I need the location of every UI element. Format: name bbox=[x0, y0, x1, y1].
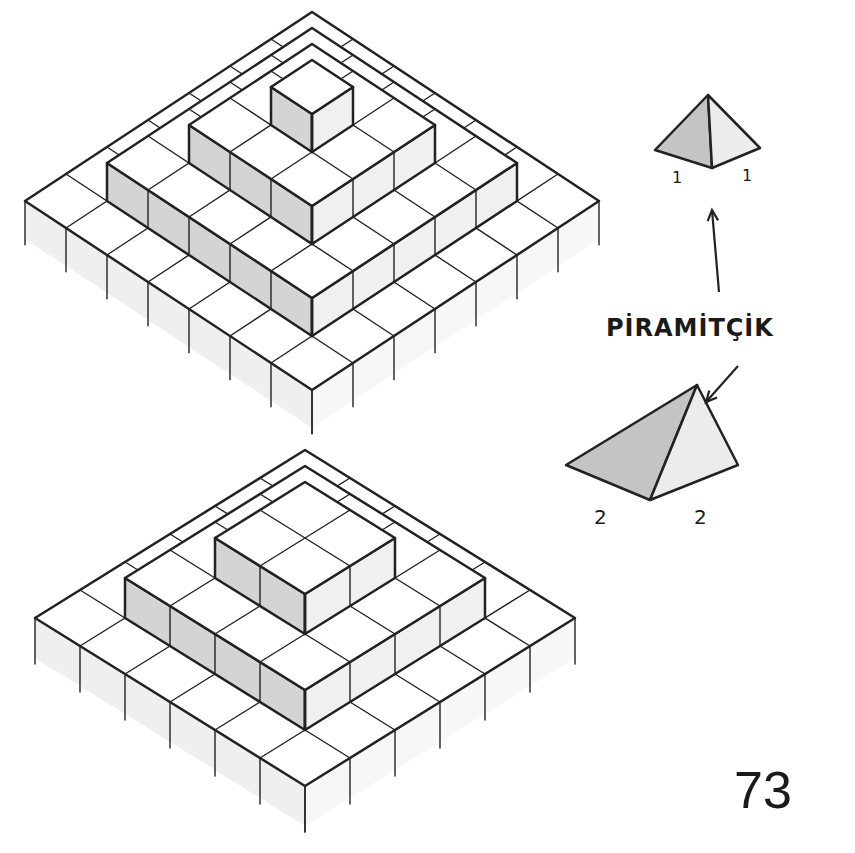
stepped-pyramid bbox=[25, 12, 599, 434]
page-number: 73 bbox=[734, 764, 792, 816]
cube-edge-line bbox=[393, 244, 394, 282]
leader-line bbox=[706, 366, 738, 402]
pyramid-face bbox=[708, 95, 760, 168]
leader-arrow bbox=[708, 210, 719, 292]
cube-edge-line bbox=[229, 244, 230, 282]
cube-edge-line bbox=[311, 390, 312, 434]
cube-edge-line bbox=[169, 702, 170, 748]
cube-edge-line bbox=[349, 758, 350, 804]
cube-edge-line bbox=[79, 646, 80, 692]
cube-edge-line bbox=[439, 606, 440, 646]
pyramid-face bbox=[650, 385, 738, 500]
cube-edge-line bbox=[188, 217, 189, 255]
cube-edge-line bbox=[557, 228, 558, 272]
cube-edge-line bbox=[34, 618, 35, 664]
cube-edge-line bbox=[529, 646, 530, 692]
cube-edge-line bbox=[214, 730, 215, 776]
cube-edge-line bbox=[65, 228, 66, 272]
cube-edge-line bbox=[24, 201, 25, 245]
cube-edge-line bbox=[229, 336, 230, 380]
block-top-face bbox=[107, 28, 517, 298]
cube-edge-line bbox=[214, 634, 215, 674]
cube-edge-line bbox=[475, 190, 476, 228]
cube-edge-line bbox=[393, 152, 394, 190]
dimension-label: 2 bbox=[594, 507, 607, 527]
cube-edge-line bbox=[484, 674, 485, 720]
small-pyramid bbox=[655, 95, 760, 168]
cube-edge-line bbox=[270, 363, 271, 407]
cube-edge-line bbox=[598, 201, 599, 245]
cube-edge-line bbox=[270, 271, 271, 309]
stepped-pyramid bbox=[35, 450, 575, 832]
cube-edge-line bbox=[147, 190, 148, 228]
cube-edge-line bbox=[393, 336, 394, 380]
cube-edge-line bbox=[259, 758, 260, 804]
tile-line bbox=[260, 510, 350, 566]
arrow-head bbox=[706, 390, 717, 402]
cube-edge-line bbox=[304, 786, 305, 832]
cube-edge-line bbox=[434, 217, 435, 255]
block-top-face bbox=[125, 466, 485, 690]
dimension-label: 2 bbox=[694, 507, 707, 527]
part-label: PİRAMİTÇİK bbox=[606, 316, 774, 340]
cube-edge-line bbox=[124, 674, 125, 720]
cube-edge-line bbox=[259, 662, 260, 702]
cube-edge-line bbox=[304, 690, 307, 730]
block-top-face bbox=[271, 60, 353, 114]
dimension-label: 1 bbox=[742, 168, 752, 184]
pyramid-face bbox=[655, 95, 712, 168]
cube-edge-line bbox=[439, 702, 440, 748]
cube-edge-line bbox=[352, 179, 353, 217]
cube-edge-line bbox=[475, 282, 476, 326]
cube-edge-line bbox=[259, 566, 260, 606]
cube-edge-line bbox=[349, 566, 350, 606]
cube-edge-line bbox=[349, 662, 350, 702]
cube-edge-line bbox=[311, 298, 314, 336]
cube-edge-line bbox=[270, 179, 271, 217]
arrow-head bbox=[708, 210, 718, 221]
cube-edge-line bbox=[311, 114, 314, 152]
cube-edge-line bbox=[304, 594, 307, 634]
block-top-face bbox=[35, 450, 575, 786]
cube-edge-line bbox=[516, 255, 517, 299]
leader-line bbox=[712, 210, 719, 292]
cube-edge-line bbox=[311, 206, 314, 244]
dimension-label: 1 bbox=[672, 170, 682, 186]
block-top-face bbox=[25, 12, 599, 390]
cube-edge-line bbox=[352, 363, 353, 407]
cube-edge-line bbox=[394, 634, 395, 674]
block-top-face bbox=[215, 482, 395, 594]
cube-edge-line bbox=[147, 282, 148, 326]
cube-edge-line bbox=[106, 255, 107, 299]
cube-edge-line bbox=[394, 730, 395, 776]
cube-edge-line bbox=[311, 390, 312, 434]
cube-edge-line bbox=[574, 618, 575, 664]
cube-edge-line bbox=[304, 786, 305, 832]
leader-arrow bbox=[706, 366, 738, 402]
cube-edge-line bbox=[229, 152, 230, 190]
cube-edge-line bbox=[434, 309, 435, 353]
tile-line bbox=[260, 510, 350, 566]
block-top-face bbox=[189, 44, 435, 206]
cube-edge-line bbox=[169, 606, 170, 646]
small-pyramid bbox=[566, 385, 738, 500]
cube-edge-line bbox=[352, 271, 353, 309]
cube-edge-line bbox=[188, 309, 189, 353]
